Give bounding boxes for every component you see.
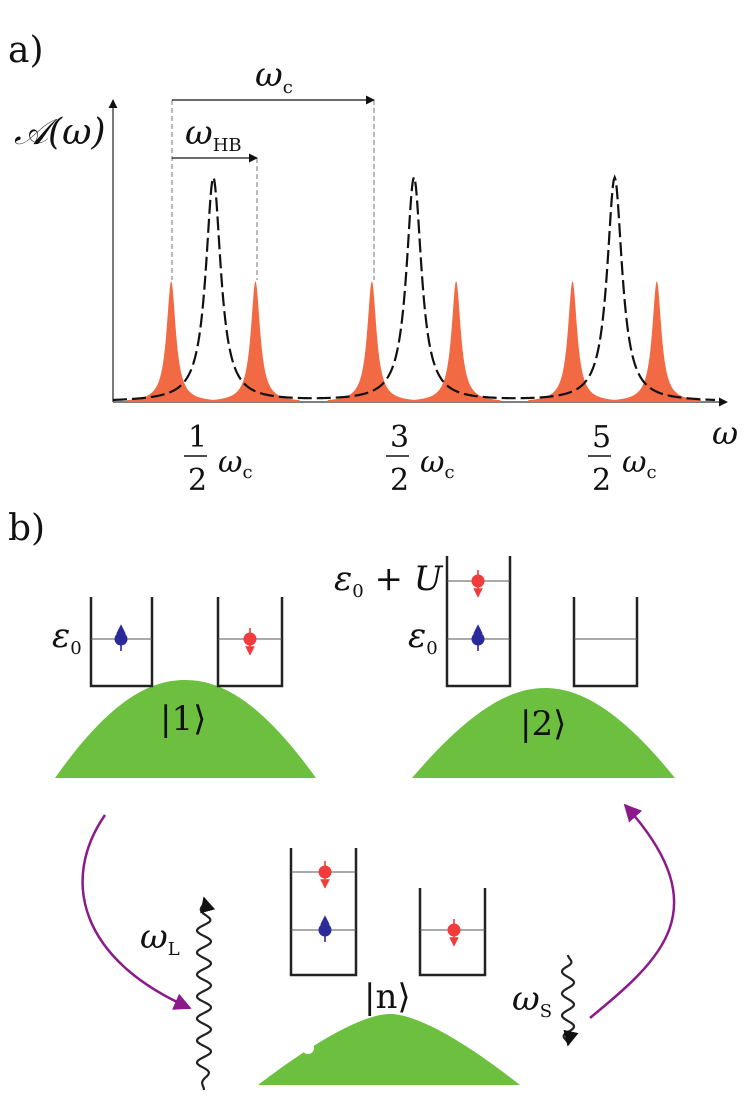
laser-frequency-label: ωL xyxy=(140,917,180,960)
orange-peaks xyxy=(127,281,701,402)
tick-label-3: 5 2 ωc xyxy=(588,420,657,498)
spin-up-electron xyxy=(471,632,485,646)
svg-text:2: 2 xyxy=(592,463,611,498)
well-2b xyxy=(572,597,639,688)
orange-peak-4 xyxy=(411,281,501,402)
orange-peak-1 xyxy=(127,281,216,402)
mound-state-n xyxy=(258,1014,520,1085)
orange-peak-5 xyxy=(528,281,617,402)
spin-up-electron xyxy=(318,923,332,937)
ket-state-n: |n⟩ xyxy=(364,977,411,1017)
spin-down-electron xyxy=(447,923,461,937)
svg-text:5: 5 xyxy=(592,420,611,455)
spin-down-electron xyxy=(471,574,485,588)
panel-a-label: a) xyxy=(8,30,44,71)
transition-arrow-left xyxy=(81,814,192,1010)
ket-state-2: |2⟩ xyxy=(520,704,566,744)
svg-text:2: 2 xyxy=(188,463,207,498)
spin-up-electron xyxy=(114,632,128,646)
eps0-label-2: ε0 xyxy=(408,616,438,659)
well-na xyxy=(289,848,358,977)
dashed-curve xyxy=(112,173,716,402)
well-2a xyxy=(445,556,512,688)
wc-label: ωc xyxy=(255,55,293,98)
whb-label: ωHB xyxy=(185,113,242,156)
orange-peak-3 xyxy=(327,281,417,402)
svg-text:1: 1 xyxy=(188,420,207,455)
svg-text:ωc: ωc xyxy=(420,445,455,483)
transition-arrow-right xyxy=(589,803,676,1019)
svg-text:3: 3 xyxy=(390,420,409,455)
spin-down-electron xyxy=(318,865,332,879)
ket-state-1: |1⟩ xyxy=(160,699,206,739)
svg-text:ωc: ωc xyxy=(622,445,657,483)
hole-dot xyxy=(302,1042,314,1054)
well-1b xyxy=(216,597,284,688)
eps0-label-1: ε0 xyxy=(52,616,82,659)
orange-peak-2 xyxy=(211,281,300,402)
orange-peak-6 xyxy=(612,281,701,402)
well-nb xyxy=(418,888,487,977)
spin-down-electron xyxy=(243,632,257,646)
well-1a xyxy=(89,597,154,688)
laser-photon-wavy xyxy=(195,896,216,1091)
svg-text:ωc: ωc xyxy=(218,445,253,483)
svg-text:2: 2 xyxy=(390,463,409,498)
mound-state-1 xyxy=(55,680,316,778)
tick-label-1: 1 2 ωc xyxy=(184,420,253,498)
eps0U-label: ε0 + U xyxy=(334,559,444,602)
mound-state-2 xyxy=(412,688,675,778)
y-axis-label: 𝒜(ω) xyxy=(14,112,106,153)
tick-label-2: 3 2 ωc xyxy=(386,420,455,498)
stokes-frequency-label: ωS xyxy=(512,979,552,1022)
x-axis-label: ω xyxy=(712,414,738,452)
stokes-photon-wavy xyxy=(560,954,579,1047)
panel-b-label: b) xyxy=(8,508,45,549)
